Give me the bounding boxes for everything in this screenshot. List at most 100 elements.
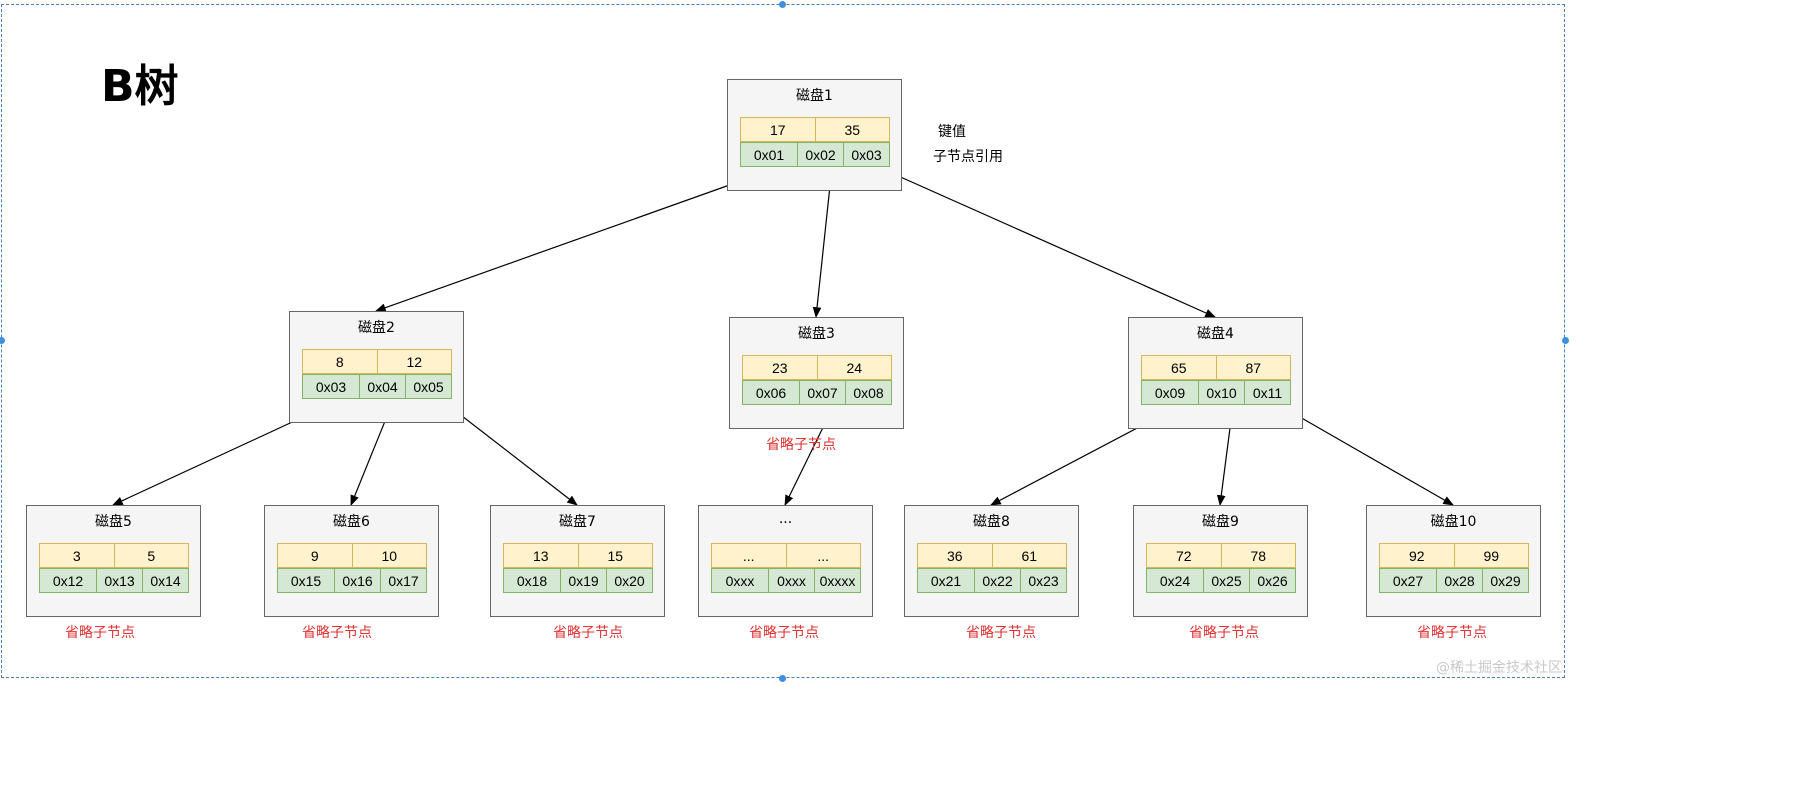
omitted-children-label: 省略子节点 xyxy=(1417,625,1487,641)
legend-keys-label: 键值 xyxy=(938,124,966,140)
omitted-children-label: 省略子节点 xyxy=(966,625,1036,641)
pointer-cell: 0x01 xyxy=(740,142,798,167)
legend-pointers-label: 子节点引用 xyxy=(933,149,1003,165)
watermark: @稀土掘金技术社区 xyxy=(1436,660,1562,676)
key-cell: 24 xyxy=(817,355,892,380)
key-cell: 12 xyxy=(377,349,452,374)
key-cell: 17 xyxy=(740,117,816,142)
pointer-cell: 0x25 xyxy=(1204,568,1250,593)
omitted-children-label: 省略子节点 xyxy=(302,625,372,641)
key-cell: 36 xyxy=(917,543,993,568)
key-cell: 5 xyxy=(114,543,189,568)
omitted-children-label: 省略子节点 xyxy=(1189,625,1259,641)
key-cell: ... xyxy=(711,543,787,568)
key-cell: 61 xyxy=(992,543,1067,568)
pointer-cell: 0x18 xyxy=(503,568,561,593)
disk-node-label: 磁盘2 xyxy=(358,320,395,336)
pointer-cell: 0x04 xyxy=(360,374,406,399)
pointer-cell: 0x17 xyxy=(381,568,427,593)
disk-node-label: ... xyxy=(778,511,793,527)
key-cell: 8 xyxy=(302,349,378,374)
key-cell: 99 xyxy=(1454,543,1529,568)
key-cell: 72 xyxy=(1146,543,1222,568)
pointer-cell: 0x11 xyxy=(1245,380,1291,405)
key-cell: 9 xyxy=(277,543,353,568)
pointer-cell: 0x06 xyxy=(742,380,800,405)
diagram-title: B树 xyxy=(101,61,179,112)
pointer-cell: 0x24 xyxy=(1146,568,1204,593)
disk-node-label: 磁盘4 xyxy=(1197,326,1234,342)
key-cell: 65 xyxy=(1141,355,1217,380)
pointer-cell: 0xxxx xyxy=(815,568,861,593)
resize-handle-right[interactable] xyxy=(1562,337,1569,344)
pointer-cell: 0x02 xyxy=(798,142,844,167)
disk-node-label: 磁盘8 xyxy=(973,514,1010,530)
pointer-cell: 0x16 xyxy=(335,568,381,593)
child-edge-arrow xyxy=(374,166,781,312)
key-cell: 15 xyxy=(578,543,653,568)
pointer-cell: 0x15 xyxy=(277,568,335,593)
disk-node-label: 磁盘9 xyxy=(1202,514,1239,530)
key-cell: 87 xyxy=(1216,355,1291,380)
pointer-cell: 0xxx xyxy=(711,568,769,593)
key-cell: 13 xyxy=(503,543,579,568)
resize-handle-bottom[interactable] xyxy=(779,675,786,682)
omitted-children-label: 省略子节点 xyxy=(749,625,819,641)
child-edge-arrow xyxy=(877,166,1216,318)
key-cell: 10 xyxy=(352,543,427,568)
pointer-cell: 0x12 xyxy=(39,568,97,593)
key-cell: ... xyxy=(786,543,861,568)
key-cell: 35 xyxy=(815,117,890,142)
key-cell: 92 xyxy=(1379,543,1455,568)
pointer-cell: 0x19 xyxy=(561,568,607,593)
key-cell: 78 xyxy=(1221,543,1296,568)
pointer-cell: 0x23 xyxy=(1021,568,1067,593)
pointer-cell: 0x09 xyxy=(1141,380,1199,405)
key-cell: 23 xyxy=(742,355,818,380)
resize-handle-left[interactable] xyxy=(0,337,5,344)
omitted-children-label: 省略子节点 xyxy=(553,625,623,641)
pointer-cell: 0x22 xyxy=(975,568,1021,593)
omitted-children-label: 省略子节点 xyxy=(65,625,135,641)
child-edge-arrow xyxy=(812,166,833,319)
pointer-cell: 0x28 xyxy=(1437,568,1483,593)
disk-node-label: 磁盘6 xyxy=(333,514,370,530)
pointer-cell: 0x03 xyxy=(844,142,890,167)
pointer-cell: 0x26 xyxy=(1250,568,1296,593)
key-cell: 3 xyxy=(39,543,115,568)
disk-node-label: 磁盘7 xyxy=(559,514,596,530)
resize-handle-top[interactable] xyxy=(779,1,786,8)
pointer-cell: 0x13 xyxy=(97,568,143,593)
pointer-cell: 0x07 xyxy=(800,380,846,405)
